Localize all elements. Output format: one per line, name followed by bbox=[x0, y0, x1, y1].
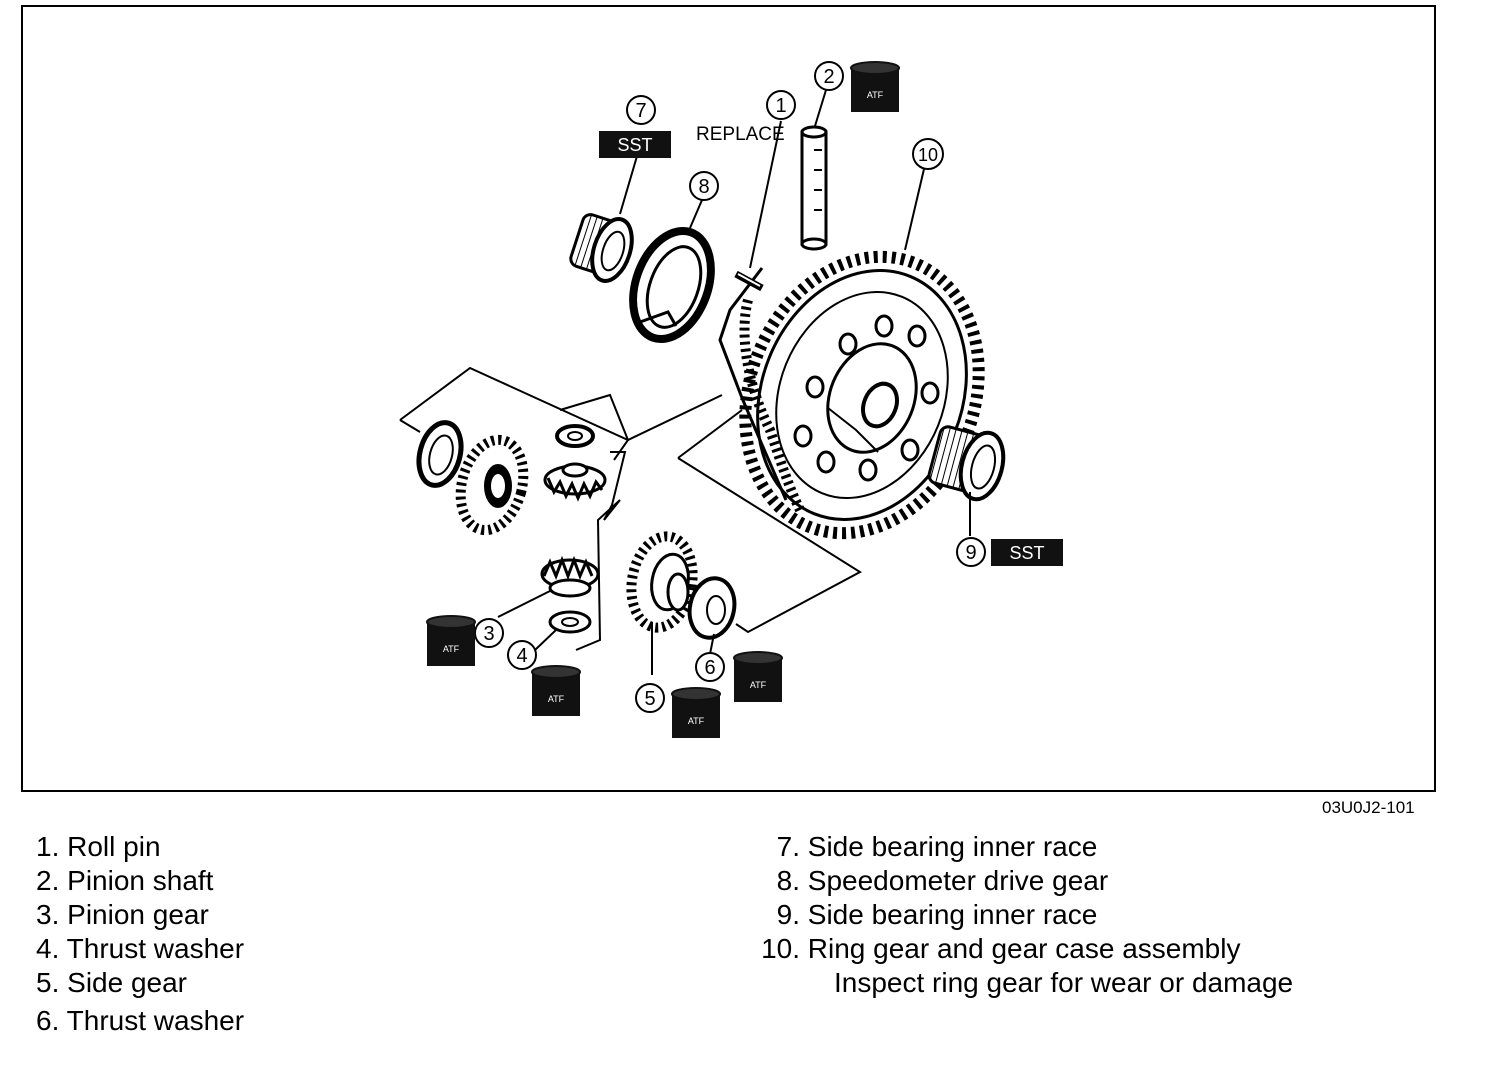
svg-text:2: 2 bbox=[823, 66, 834, 88]
legend-item: 8. Speedometer drive gear bbox=[776, 865, 1109, 896]
svg-text:5: 5 bbox=[644, 688, 655, 710]
callout-4: 4 bbox=[507, 640, 537, 670]
callout-1: 1 bbox=[766, 90, 796, 120]
replace-note: REPLACE bbox=[696, 124, 785, 145]
legend-item: 5. Side gear bbox=[36, 967, 188, 998]
callout-10: 10 bbox=[912, 138, 944, 170]
legend-note: Inspect ring gear for wear or damage bbox=[834, 967, 1294, 998]
svg-text:7: 7 bbox=[635, 100, 646, 122]
legend-item: 6. Thrust washer bbox=[36, 1005, 245, 1036]
svg-text:SST: SST bbox=[617, 135, 652, 155]
svg-text:8: 8 bbox=[698, 176, 709, 198]
svg-text:ATF: ATF bbox=[867, 90, 884, 100]
atf-container-icon: ATF bbox=[850, 61, 900, 112]
svg-text:ATF: ATF bbox=[750, 680, 767, 690]
svg-text:9: 9 bbox=[965, 542, 976, 564]
callout-3: 3 bbox=[474, 618, 504, 648]
side-gear bbox=[626, 531, 698, 633]
legend-item: 10. Ring gear and gear case assembly bbox=[761, 933, 1241, 964]
diagram-frame bbox=[21, 5, 1436, 792]
assembly-lines bbox=[399, 366, 862, 675]
side-bearing-inner-race-left bbox=[569, 145, 641, 283]
svg-text:SST: SST bbox=[1009, 543, 1044, 563]
thrust-washer-side bbox=[687, 576, 737, 640]
legend-item: 3. Pinion gear bbox=[36, 899, 209, 930]
legend-item: 4. Thrust washer bbox=[36, 933, 245, 964]
svg-text:ATF: ATF bbox=[688, 716, 705, 726]
roll-pin bbox=[734, 120, 782, 292]
figure-code: 03U0J2-101 bbox=[1322, 798, 1415, 817]
callout-6: 6 bbox=[695, 652, 725, 682]
pinion-gear-upper bbox=[543, 462, 607, 502]
atf-container-icon: ATF bbox=[733, 651, 783, 702]
svg-text:ATF: ATF bbox=[548, 694, 565, 704]
svg-text:6: 6 bbox=[704, 657, 715, 679]
exploded-diagram: 1 2 3 4 5 6 7 8 9 10 REPLACE SST bbox=[21, 5, 1436, 792]
legend-item: 2. Pinion shaft bbox=[36, 865, 214, 896]
legend-item: 1. Roll pin bbox=[36, 831, 161, 862]
callout-8: 8 bbox=[689, 171, 719, 201]
side-bearing-inner-race-right bbox=[927, 425, 1006, 536]
thrust-washer-upper bbox=[555, 424, 595, 448]
callout-7: 7 bbox=[626, 95, 656, 125]
atf-container-icon: ATF bbox=[671, 687, 721, 738]
pinion-shaft bbox=[800, 125, 828, 251]
svg-text:4: 4 bbox=[516, 645, 527, 667]
callout-9: 9 bbox=[956, 537, 986, 567]
legend-left: 1. Roll pin 2. Pinion shaft 3. Pinion ge… bbox=[36, 830, 244, 1038]
svg-text:10: 10 bbox=[918, 145, 938, 165]
sst-tag-7: SST bbox=[599, 131, 671, 158]
legend-item: 9. Side bearing inner race bbox=[776, 899, 1098, 930]
sst-tag-9: SST bbox=[991, 539, 1063, 566]
svg-text:3: 3 bbox=[483, 623, 494, 645]
ring-gear-case-assembly bbox=[718, 250, 985, 540]
legend-item: 7. Side bearing inner race bbox=[776, 831, 1098, 862]
callout-5: 5 bbox=[635, 683, 665, 713]
pinion-gear bbox=[540, 555, 600, 598]
svg-text:1: 1 bbox=[775, 95, 786, 117]
legend-right: 7. Side bearing inner race 8. Speedomete… bbox=[752, 830, 1293, 1000]
atf-container-icon: ATF bbox=[531, 665, 581, 716]
atf-container-icon: ATF bbox=[426, 615, 476, 666]
svg-text:ATF: ATF bbox=[443, 644, 460, 654]
callout-2: 2 bbox=[814, 61, 844, 91]
thrust-washer bbox=[548, 610, 592, 634]
side-gear-upper bbox=[416, 420, 529, 536]
speedometer-drive-gear bbox=[629, 199, 715, 344]
